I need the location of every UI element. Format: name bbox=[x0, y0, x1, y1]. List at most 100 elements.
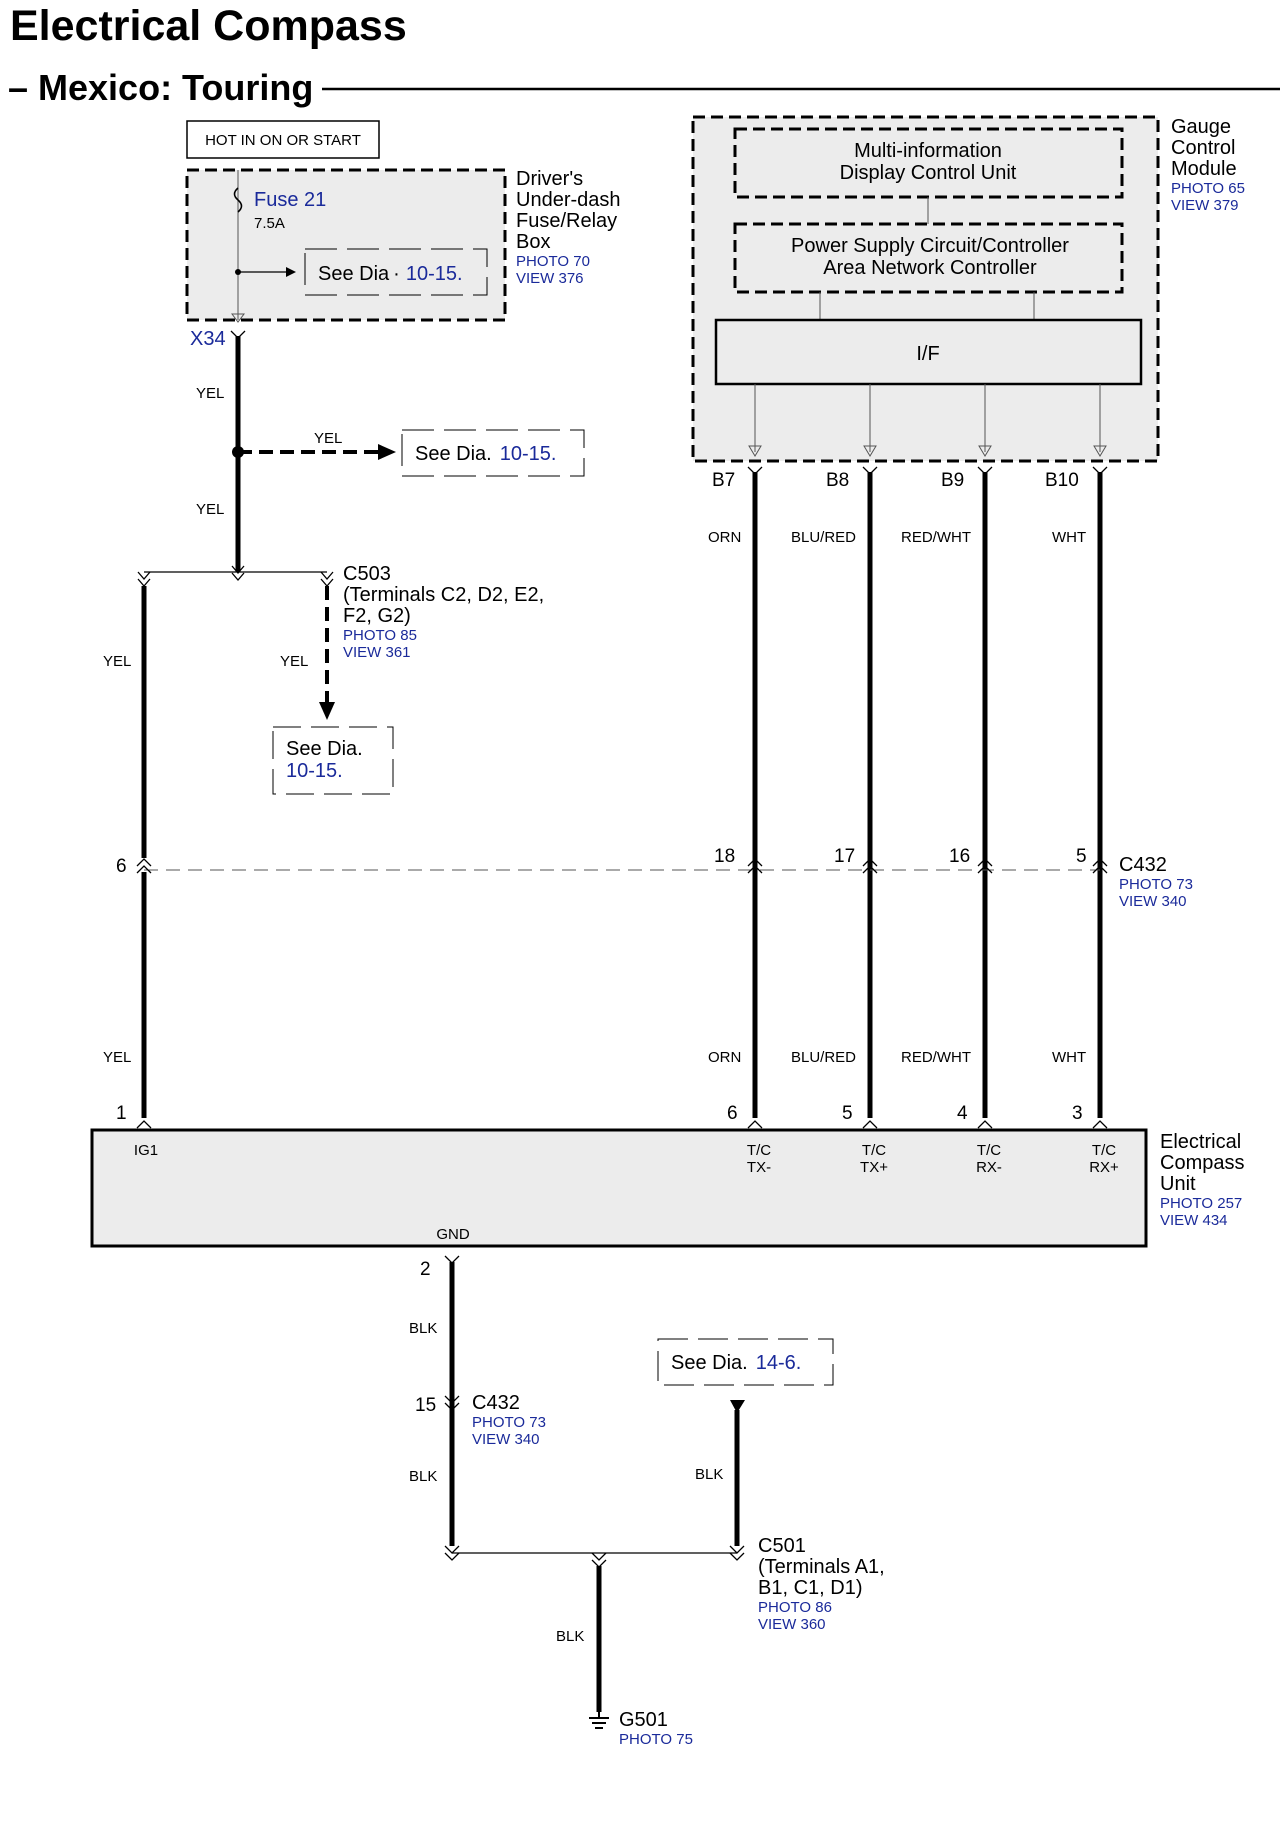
svg-text:VIEW 376: VIEW 376 bbox=[516, 270, 584, 287]
compass-pin-3: 3 bbox=[1072, 1103, 1083, 1124]
c432-pin-16: 16 bbox=[949, 846, 970, 867]
svg-text:PHOTO 73: PHOTO 73 bbox=[1119, 876, 1193, 893]
c432-gnd-label: C432 PHOTO 73 VIEW 340 bbox=[472, 1392, 546, 1448]
c432-gnd-connector-icon bbox=[444, 1395, 460, 1411]
svg-text:(Terminals C2, D2, E2,: (Terminals C2, D2, E2, bbox=[343, 584, 544, 606]
svg-text:Fuse/Relay: Fuse/Relay bbox=[516, 210, 617, 232]
orn-label-lower: ORN bbox=[708, 1049, 741, 1066]
svg-text:VIEW 361: VIEW 361 bbox=[343, 644, 411, 661]
compass-pin-connectors bbox=[136, 1120, 1108, 1129]
interface-drops bbox=[748, 384, 1107, 457]
fuse-rating: 7.5A bbox=[254, 215, 285, 232]
fuse-name: Fuse 21 bbox=[254, 189, 326, 211]
red-wht-label-upper: RED/WHT bbox=[901, 529, 971, 546]
ground-name: G501 bbox=[619, 1709, 668, 1731]
power-supply-controller-unit bbox=[733, 222, 1124, 294]
c503-right-connector-icon bbox=[320, 571, 334, 587]
gauge-pin-b7: B7 bbox=[712, 470, 735, 491]
terminal-tc-rxm-1: T/C bbox=[977, 1142, 1001, 1159]
terminal-ig1: IG1 bbox=[134, 1142, 158, 1159]
c503-label: C503 (Terminals C2, D2, E2, F2, G2) PHOT… bbox=[343, 563, 544, 661]
page-title: Electrical Compass bbox=[10, 2, 407, 50]
svg-text:VIEW 360: VIEW 360 bbox=[758, 1616, 826, 1633]
svg-text:Control: Control bbox=[1171, 137, 1235, 159]
blk-label-4: BLK bbox=[556, 1628, 584, 1645]
svg-text:Box: Box bbox=[516, 231, 550, 253]
svg-text:PHOTO 85: PHOTO 85 bbox=[343, 627, 417, 644]
fuse-symbol-icon bbox=[233, 187, 243, 213]
svg-text:Electrical: Electrical bbox=[1160, 1131, 1241, 1153]
c501-right-connector-icon bbox=[729, 1545, 745, 1561]
compass-pin-5: 5 bbox=[842, 1103, 853, 1124]
compass-pin-6: 6 bbox=[727, 1103, 738, 1124]
svg-text:PHOTO 257: PHOTO 257 bbox=[1160, 1195, 1242, 1212]
svg-text:Gauge: Gauge bbox=[1171, 116, 1231, 138]
ground-icon bbox=[589, 1712, 609, 1729]
svg-text:C501: C501 bbox=[758, 1535, 806, 1557]
c501-label: C501 (Terminals A1, B1, C1, D1) PHOTO 86… bbox=[758, 1535, 885, 1633]
fuse-terminal-arrow-icon bbox=[231, 313, 245, 323]
svg-text:VIEW 379: VIEW 379 bbox=[1171, 197, 1239, 214]
arrow-right-icon bbox=[286, 267, 296, 277]
mid-unit-line-2: Display Control Unit bbox=[840, 162, 1017, 184]
power-source-label: HOT IN ON OR START bbox=[205, 132, 361, 149]
compass-gnd-connector-icon bbox=[444, 1255, 460, 1264]
arrow-right-icon bbox=[378, 444, 396, 460]
svg-text:Driver's: Driver's bbox=[516, 168, 583, 190]
yel-label-2: YEL bbox=[196, 501, 224, 518]
see-dia-box-c bbox=[657, 1338, 834, 1386]
yel-label-4: YEL bbox=[103, 1049, 131, 1066]
power-source-box bbox=[186, 120, 380, 159]
terminal-tc-txp-2: TX+ bbox=[860, 1159, 888, 1176]
red-wht-label-lower: RED/WHT bbox=[901, 1049, 971, 1066]
compass-unit-label: Electrical Compass Unit PHOTO 257 VIEW 4… bbox=[1160, 1131, 1244, 1229]
terminal-tc-rxp-2: RX+ bbox=[1089, 1159, 1119, 1176]
compass-gnd-pin: 2 bbox=[420, 1259, 431, 1280]
c432-pin-17: 17 bbox=[834, 846, 855, 867]
terminal-gnd: GND bbox=[436, 1226, 470, 1243]
terminal-tc-rxp-1: T/C bbox=[1092, 1142, 1116, 1159]
blu-red-label-lower: BLU/RED bbox=[791, 1049, 856, 1066]
fuse-box-label: Driver's Under-dash Fuse/Relay Box PHOTO… bbox=[516, 168, 621, 287]
c432-pin-18: 18 bbox=[714, 846, 735, 867]
wht-label-lower: WHT bbox=[1052, 1049, 1086, 1066]
gauge-pin-b10: B10 bbox=[1045, 470, 1079, 491]
c501-mid-connector-icon bbox=[591, 1552, 607, 1568]
svg-text:(Terminals A1,: (Terminals A1, bbox=[758, 1556, 885, 1578]
svg-text:Module: Module bbox=[1171, 158, 1237, 180]
yel-label-3: YEL bbox=[103, 653, 131, 670]
wht-label-upper: WHT bbox=[1052, 529, 1086, 546]
see-dia-box-a bbox=[401, 429, 585, 477]
c432-pin-5: 5 bbox=[1076, 846, 1087, 867]
blk-label-1: BLK bbox=[409, 1320, 437, 1337]
yel-label-branch-b: YEL bbox=[280, 653, 308, 670]
svg-text:C503: C503 bbox=[343, 563, 391, 585]
see-dia-text-b-prefix: See Dia. bbox=[286, 738, 363, 760]
mid-unit-line-1: Multi-information bbox=[854, 140, 1002, 162]
terminal-tc-txm-1: T/C bbox=[747, 1142, 771, 1159]
fuse-see-dia-text: See Dia·10-15. bbox=[318, 263, 463, 285]
c432-pin-connectors bbox=[136, 858, 1108, 874]
c501-left-connector-icon bbox=[444, 1545, 460, 1561]
svg-text:B1, C1, D1): B1, C1, D1) bbox=[758, 1577, 862, 1599]
c432-pin-6: 6 bbox=[116, 856, 127, 877]
svg-text:PHOTO 70: PHOTO 70 bbox=[516, 253, 590, 270]
terminal-tc-rxm-2: RX- bbox=[976, 1159, 1002, 1176]
svg-text:Under-dash: Under-dash bbox=[516, 189, 621, 211]
svg-text:VIEW 340: VIEW 340 bbox=[472, 1431, 540, 1448]
svg-text:Unit: Unit bbox=[1160, 1173, 1196, 1195]
gauge-pin-b8: B8 bbox=[826, 470, 849, 491]
psc-unit-line-2: Area Network Controller bbox=[823, 257, 1037, 279]
svg-text:C432: C432 bbox=[1119, 854, 1167, 876]
fuse-see-dia-box bbox=[304, 248, 488, 296]
electrical-compass-unit bbox=[90, 1128, 1148, 1248]
c503-connector-icon bbox=[231, 565, 245, 581]
interface-block bbox=[714, 318, 1143, 386]
see-dia-text-c: See Dia.14-6. bbox=[671, 1352, 801, 1374]
see-dia-text-b-ref: 10-15. bbox=[286, 760, 343, 782]
ground-photo: PHOTO 75 bbox=[619, 1731, 693, 1748]
svg-text:Compass: Compass bbox=[1160, 1152, 1244, 1174]
multi-info-display-unit bbox=[733, 127, 1124, 199]
interface-label: I/F bbox=[916, 343, 939, 365]
